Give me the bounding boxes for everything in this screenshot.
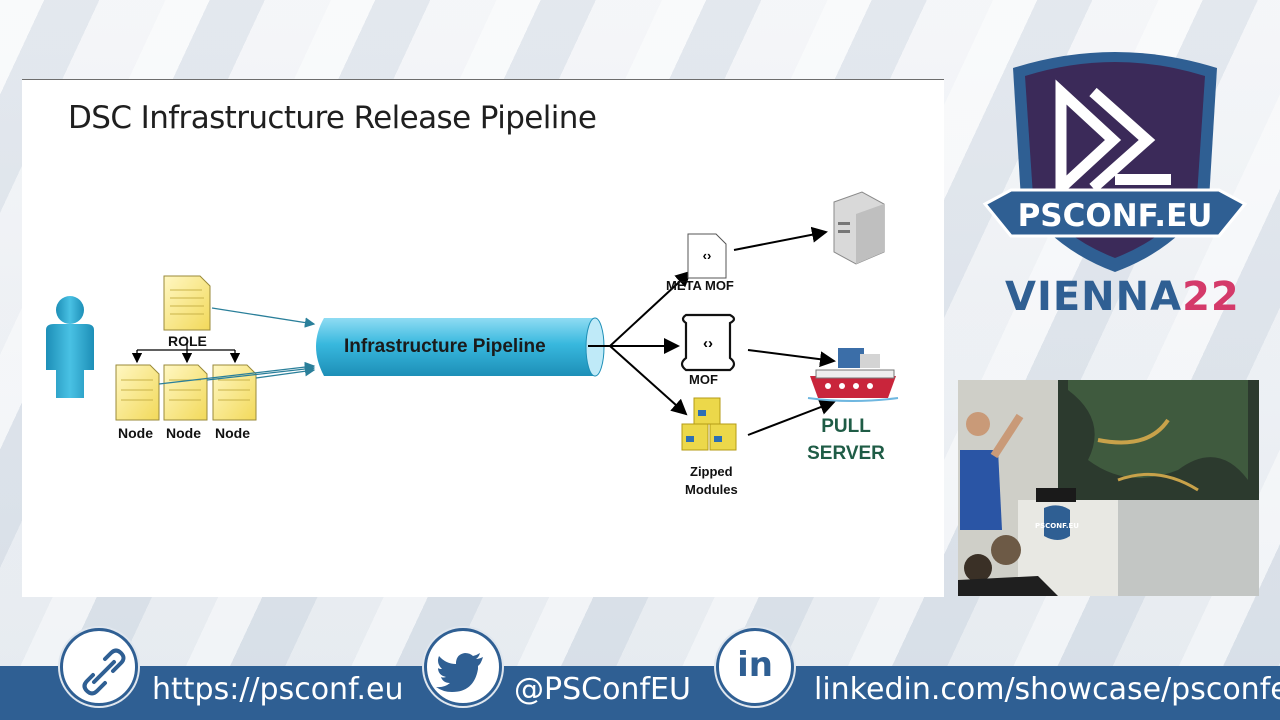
pull-label: PULL <box>821 416 871 437</box>
pipeline-label: Infrastructure Pipeline <box>344 336 546 357</box>
twitter-handle[interactable]: @PSConfEU <box>514 672 691 707</box>
pipeline-cylinder <box>316 317 605 377</box>
meta-mof-label: META MOF <box>666 278 734 293</box>
speaker-video-feed: PSCONF.EU <box>958 380 1259 596</box>
city-year: VIENNA22 <box>1005 274 1240 320</box>
role-label: ROLE <box>168 333 207 349</box>
hierarchy-lines <box>131 342 241 364</box>
city-label: VIENNA <box>1005 274 1183 320</box>
user-icon <box>46 296 94 398</box>
slide-top-border <box>22 79 944 80</box>
scroll-icon: ‹› <box>680 313 736 372</box>
year-label: 22 <box>1182 274 1240 320</box>
node-document-icon <box>115 364 160 421</box>
server-icon <box>833 191 885 265</box>
node-label: Node <box>215 425 250 441</box>
modules-label: Modules <box>685 482 738 497</box>
podium-logo-text: PSCONF.EU <box>1035 522 1079 530</box>
slide-title: DSC Infrastructure Release Pipeline <box>68 100 597 136</box>
linkedin-button[interactable]: in <box>716 628 794 706</box>
node-label: Node <box>118 425 153 441</box>
twitter-bird-icon <box>436 653 483 692</box>
slide: DSC Infrastructure Release Pipeline <box>22 80 944 597</box>
linkedin-icon: in <box>737 645 773 685</box>
shield-logo-icon: PSCONF.EU <box>982 52 1248 272</box>
svg-text:‹›: ‹› <box>703 248 712 263</box>
mof-label: MOF <box>689 372 718 387</box>
linkedin-link[interactable]: linkedin.com/showcase/psconfeu <box>814 672 1280 707</box>
diagram: ‹› ‹› <box>46 191 899 451</box>
node-label: Node <box>166 425 201 441</box>
input-arrows <box>158 307 316 385</box>
pull-server-label: PULL SERVER <box>800 413 892 467</box>
link-icon <box>82 648 126 696</box>
node-document-icon <box>163 364 208 421</box>
package-icon <box>681 397 737 451</box>
meta-mof-document-icon: ‹› <box>687 233 727 279</box>
footer-bar <box>0 666 1280 720</box>
video-frame: PSCONF.EU <box>958 380 1259 596</box>
role-document-icon <box>163 275 211 331</box>
zipped-label: Zipped <box>690 464 733 479</box>
output-arrows <box>588 226 836 436</box>
conference-logo: PSCONF.EU <box>975 40 1255 340</box>
twitter-button[interactable] <box>424 628 502 706</box>
logo-text: PSCONF.EU <box>1018 198 1213 234</box>
link-button[interactable] <box>60 628 138 706</box>
ship-icon <box>807 348 899 402</box>
server-label: SERVER <box>807 443 885 464</box>
website-link[interactable]: https://psconf.eu <box>152 672 404 707</box>
svg-text:‹›: ‹› <box>703 335 713 352</box>
